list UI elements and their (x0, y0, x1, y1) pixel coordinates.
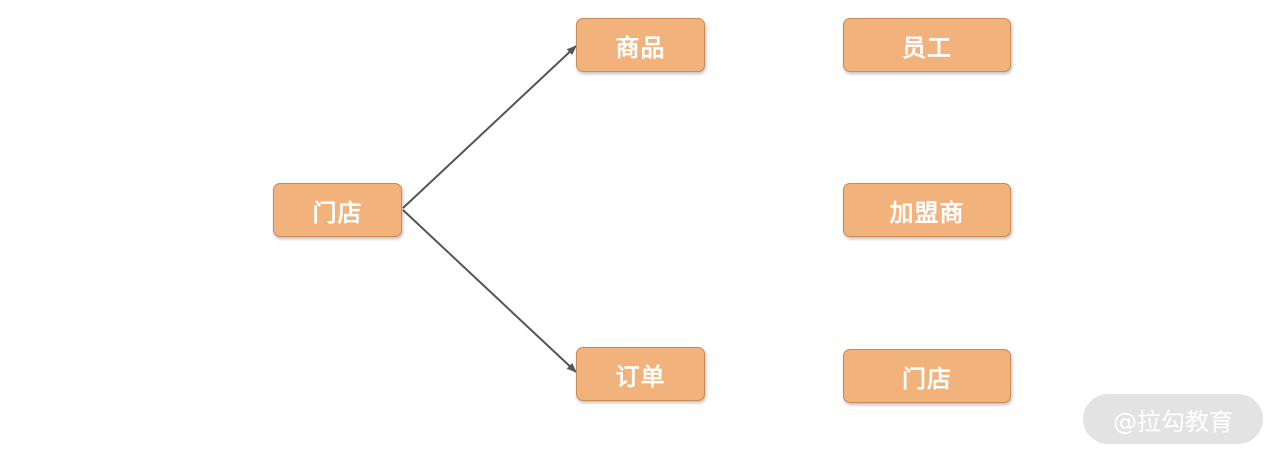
node-store-right: 门店 (843, 349, 1011, 403)
node-employee: 员工 (843, 18, 1011, 72)
node-store-left: 门店 (273, 183, 402, 237)
node-franchisee: 加盟商 (843, 183, 1011, 237)
edge-store-to-order (402, 209, 577, 373)
node-product: 商品 (576, 18, 705, 72)
watermark: @拉勾教育 (1083, 394, 1263, 444)
node-order: 订单 (576, 347, 705, 401)
edge-store-to-product (402, 45, 577, 209)
